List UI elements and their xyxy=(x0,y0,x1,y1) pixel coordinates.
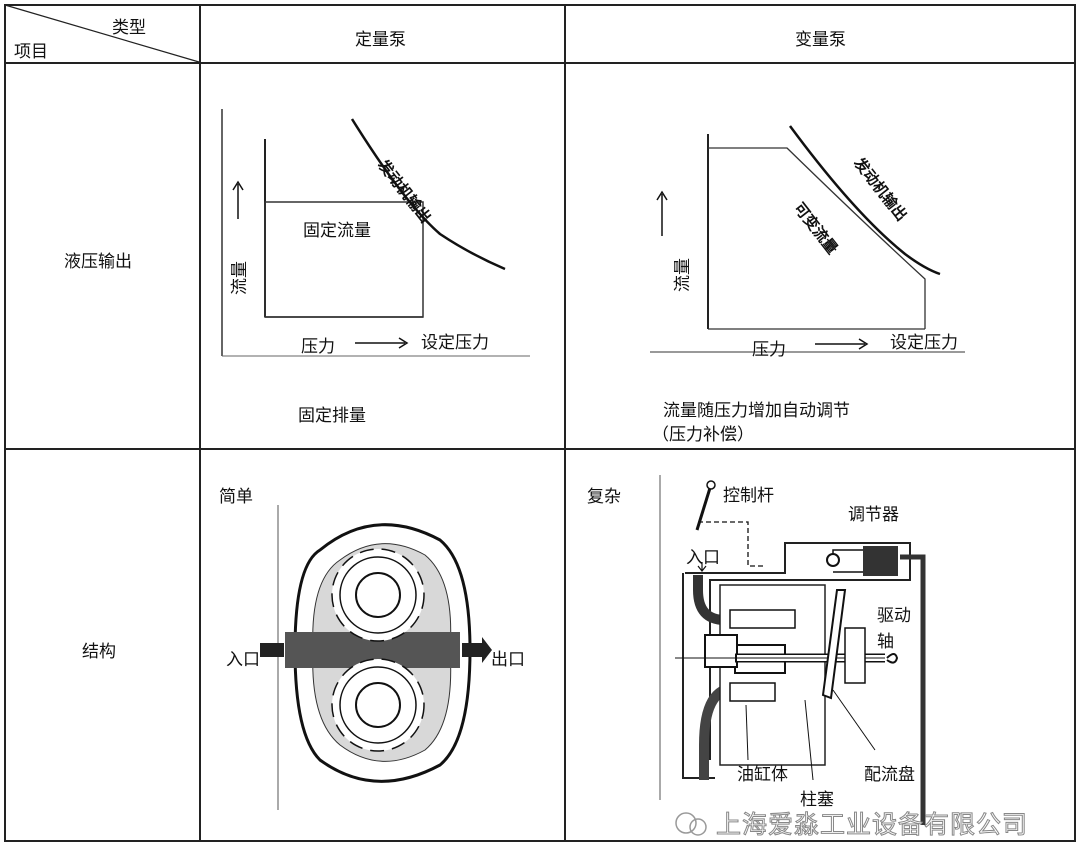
row-label-structure: 结构 xyxy=(82,642,116,662)
piston-label: 柱塞 xyxy=(800,790,834,810)
valve-plate-label: 配流盘 xyxy=(864,765,915,785)
table-border-left xyxy=(4,4,6,842)
header-diagonal xyxy=(4,4,200,63)
variable-set-pressure: 设定压力 xyxy=(890,333,958,353)
drive-shaft-label-1: 驱动 xyxy=(877,606,911,626)
table-border-top xyxy=(4,4,1076,6)
header-item-label: 项目 xyxy=(14,42,48,62)
row-divider xyxy=(4,448,1076,450)
variable-pump-chart xyxy=(650,125,965,353)
fixed-caption: 固定排量 xyxy=(298,406,366,426)
row-label-hydraulic-output: 液压输出 xyxy=(64,252,132,272)
company-watermark: 上海爱淼工业设备有限公司 xyxy=(715,810,1029,839)
variable-complexity-label: 复杂 xyxy=(587,487,621,507)
column-divider xyxy=(564,4,566,842)
header-type-label: 类型 xyxy=(112,18,146,38)
row-divider xyxy=(4,62,1076,64)
fixed-complexity-label: 简单 xyxy=(219,487,253,507)
variable-ylabel: 流量 xyxy=(673,258,693,292)
fixed-flow-area-label: 固定流量 xyxy=(303,221,371,241)
header-variable-pump: 变量泵 xyxy=(795,30,846,50)
wechat-logo-icon xyxy=(675,812,707,836)
variable-caption-2: （压力补偿） xyxy=(652,425,754,445)
piston-pump-inlet-label: 入口 xyxy=(686,548,720,568)
gear-pump-outlet-label: 出口 xyxy=(491,650,525,670)
table-border-right xyxy=(1074,4,1076,842)
fixed-pump-chart xyxy=(221,109,530,357)
variable-caption-1: 流量随压力增加自动调节 xyxy=(663,401,850,421)
fixed-ylabel: 流量 xyxy=(230,261,250,295)
header-fixed-pump: 定量泵 xyxy=(355,30,406,50)
column-divider xyxy=(199,4,201,842)
control-lever-label: 控制杆 xyxy=(723,486,774,506)
gear-pump-inlet-label: 入口 xyxy=(226,650,260,670)
drive-shaft-label-2: 轴 xyxy=(877,632,894,652)
table-border-bottom xyxy=(4,840,1076,842)
regulator-label: 调节器 xyxy=(848,505,899,525)
piston-pump-diagram xyxy=(659,475,926,825)
variable-xlabel: 压力 xyxy=(752,340,786,360)
fixed-set-pressure: 设定压力 xyxy=(421,333,489,353)
fixed-xlabel: 压力 xyxy=(301,337,335,357)
gear-pump-diagram xyxy=(260,505,492,810)
cylinder-label: 油缸体 xyxy=(737,765,788,785)
